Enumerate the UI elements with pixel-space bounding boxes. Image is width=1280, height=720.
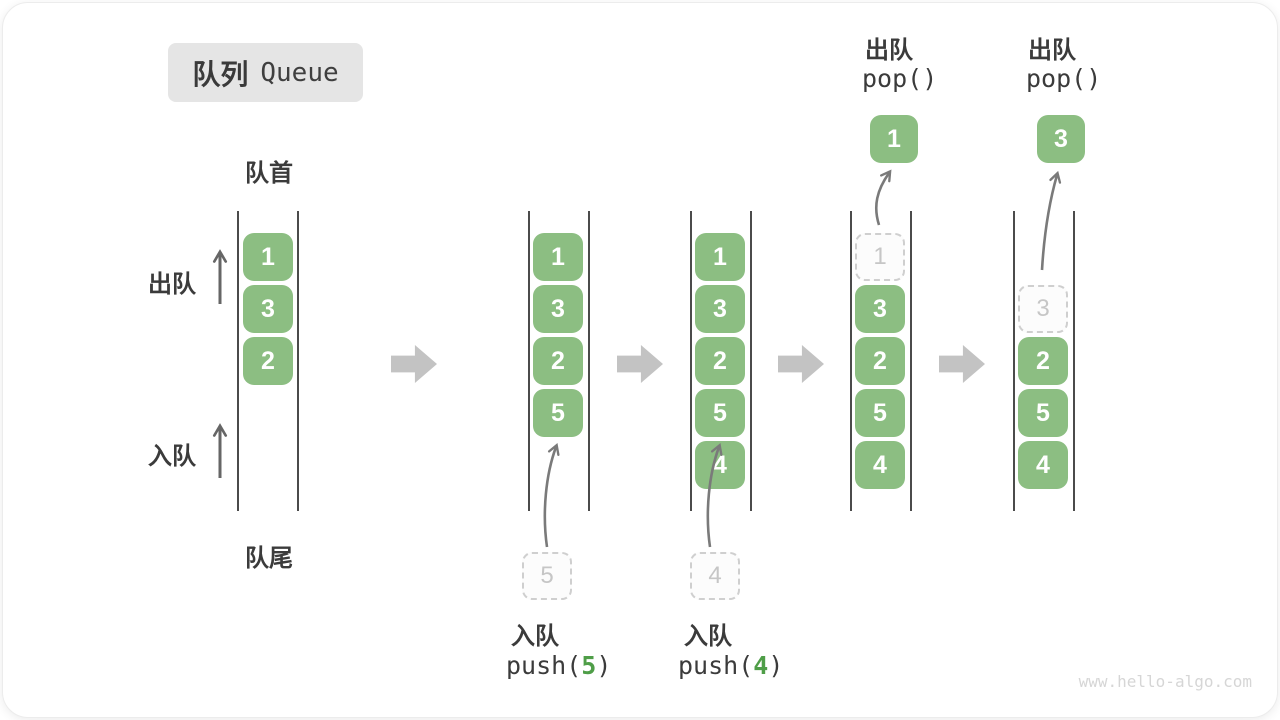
code-fn: push( <box>506 651 582 680</box>
code-arg: 4 <box>753 651 769 680</box>
queue4-cell: 3 <box>855 285 905 333</box>
queue4-cell: 2 <box>855 337 905 385</box>
popped-element-3: 3 <box>1037 115 1085 163</box>
queue3-cell: 2 <box>695 337 745 385</box>
enqueue-op-label: 入队 <box>684 623 732 650</box>
queue1-cell: 2 <box>243 337 293 385</box>
queue5-cell: 5 <box>1018 389 1068 437</box>
queue2-cell: 3 <box>533 285 583 333</box>
pop-code: pop() <box>1026 64 1102 93</box>
queue1-right-wall <box>297 211 299 511</box>
push4-code: push(4) <box>678 651 783 680</box>
title-zh: 队列 <box>192 58 249 90</box>
watermark: www.hello-algo.com <box>1078 672 1252 691</box>
queue3-cell: 5 <box>695 389 745 437</box>
dequeue-op-label: 出队 <box>865 37 913 64</box>
queue5-cell: 4 <box>1018 441 1068 489</box>
title-box: 队列 Queue <box>168 43 363 102</box>
popped-element-1: 1 <box>870 115 918 163</box>
queue2-cell: 2 <box>533 337 583 385</box>
code-arg: 5 <box>581 651 597 680</box>
queue2-cell: 5 <box>533 389 583 437</box>
queue2-cell: 1 <box>533 233 583 281</box>
queue1-cell: 3 <box>243 285 293 333</box>
queue5-left-wall <box>1013 211 1015 511</box>
code-close: ) <box>768 651 784 680</box>
code-close: ) <box>596 651 612 680</box>
queue1-cell: 1 <box>243 233 293 281</box>
pop-code: pop() <box>862 64 938 93</box>
incoming-element-5: 5 <box>522 552 572 600</box>
queue1-left-wall <box>237 211 239 511</box>
queue4-cell: 5 <box>855 389 905 437</box>
queue2-right-wall <box>588 211 590 511</box>
queue4-left-wall <box>850 211 852 511</box>
queue3-cell: 4 <box>695 441 745 489</box>
queue3-left-wall <box>690 211 692 511</box>
queue2-left-wall <box>528 211 530 511</box>
code-fn: push( <box>678 651 754 680</box>
queue5-cell: 2 <box>1018 337 1068 385</box>
enqueue-side-label: 入队 <box>148 443 196 470</box>
queue3-cell: 3 <box>695 285 745 333</box>
ghost-cell-3: 3 <box>1018 285 1068 333</box>
queue4-right-wall <box>910 211 912 511</box>
queue4-cell: 4 <box>855 441 905 489</box>
front-label: 队首 <box>245 160 293 187</box>
incoming-element-4: 4 <box>690 552 740 600</box>
queue3-right-wall <box>750 211 752 511</box>
rear-label: 队尾 <box>245 545 293 572</box>
queue3-cell: 1 <box>695 233 745 281</box>
dequeue-side-label: 出队 <box>148 271 196 298</box>
ghost-cell-1: 1 <box>855 233 905 281</box>
title-en: Queue <box>260 57 339 88</box>
dequeue-op-label: 出队 <box>1028 37 1076 64</box>
push5-code: push(5) <box>506 651 611 680</box>
enqueue-op-label: 入队 <box>511 623 559 650</box>
queue5-right-wall <box>1073 211 1075 511</box>
